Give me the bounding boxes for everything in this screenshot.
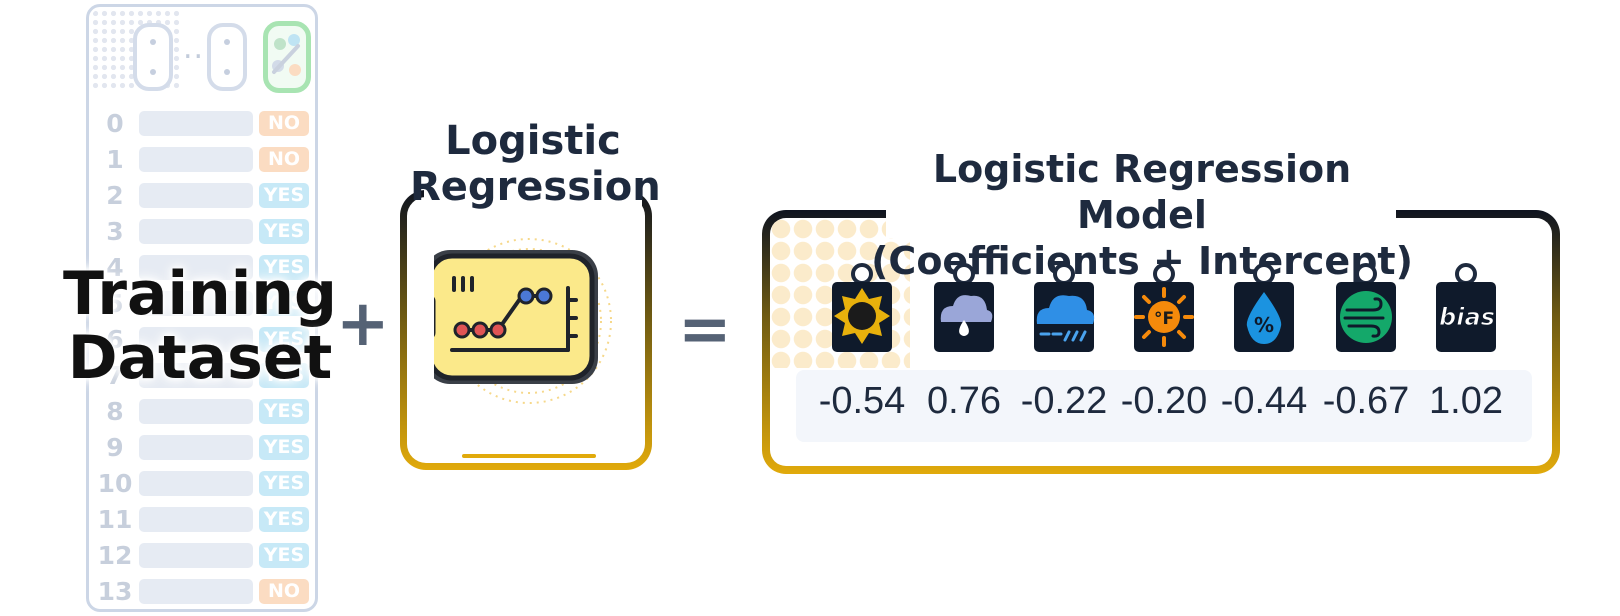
feature-values-bar	[139, 579, 253, 604]
feature-values-bar	[139, 471, 253, 496]
table-row: 5 YES	[95, 287, 313, 323]
svg-text:%: %	[1254, 313, 1274, 337]
title-mask	[424, 120, 642, 206]
temperature-icon: °F	[1134, 263, 1194, 352]
target-label-badge: NO	[259, 111, 309, 136]
coefficient-wind: -0.67	[1314, 262, 1418, 422]
table-row: 2 YES	[95, 179, 313, 215]
svg-text:°F: °F	[1154, 309, 1174, 329]
coefficient-sun: -0.54	[810, 262, 914, 422]
row-index: 7	[106, 361, 124, 390]
target-label-badge: YES	[259, 327, 309, 352]
row-index: 10	[97, 469, 133, 498]
table-row: 12 YES	[95, 539, 313, 575]
table-row: 4 YES	[95, 251, 313, 287]
target-label-badge: YES	[259, 435, 309, 460]
target-label-badge: NO	[259, 579, 309, 604]
feature-values-bar	[139, 291, 253, 316]
row-index: 3	[106, 217, 124, 246]
feature-values-bar	[139, 183, 253, 208]
humidity-icon: %	[1234, 263, 1294, 352]
row-index: 6	[106, 325, 124, 354]
row-index: 2	[106, 181, 124, 210]
row-index: 0	[106, 109, 124, 138]
feature-values-bar	[139, 147, 253, 172]
row-index: 13	[97, 577, 133, 606]
row-index: 4	[106, 253, 124, 282]
model-title-line1: Logistic Regression Model	[932, 147, 1352, 237]
cloud-icon	[934, 263, 994, 352]
feature-column-icon	[207, 23, 247, 91]
algorithm-title-line2: Regression	[410, 164, 661, 210]
chart-monitor-icon	[418, 238, 624, 408]
target-label-badge: YES	[259, 471, 309, 496]
feature-values-bar	[139, 399, 253, 424]
row-index: 5	[106, 289, 124, 318]
dataset-title-line1: Training	[63, 259, 337, 329]
target-label-badge: YES	[259, 507, 309, 532]
feature-values-bar	[139, 111, 253, 136]
algorithm-title: Logistic Regression	[410, 118, 661, 210]
feature-values-bar	[139, 219, 253, 244]
coefficient-temperature: °F -0.20	[1112, 262, 1216, 422]
target-label-badge: NO	[259, 147, 309, 172]
feature-values-bar	[139, 255, 253, 280]
feature-values-bar	[139, 435, 253, 460]
title-mask	[886, 150, 1396, 238]
target-label-badge: YES	[259, 543, 309, 568]
row-index: 8	[106, 397, 124, 426]
coefficient-cloud: 0.76	[912, 262, 1016, 422]
dataset-title: Training Dataset	[60, 262, 340, 390]
bias-label: bias	[1439, 303, 1495, 331]
table-row: 11 YES	[95, 503, 313, 539]
algorithm-title-line1: Logistic	[445, 118, 621, 164]
coefficient-value: -0.22	[1020, 380, 1108, 422]
feature-column-icon	[133, 23, 173, 91]
table-row: 6 YES	[95, 323, 313, 359]
bias-icon: bias	[1436, 263, 1496, 352]
target-label-badge: YES	[259, 399, 309, 424]
feature-values-bar	[139, 327, 253, 352]
table-row: 3 YES	[95, 215, 313, 251]
table-row: 1 NO	[95, 143, 313, 179]
target-label-badge: YES	[259, 183, 309, 208]
table-row: 0 NO	[95, 107, 313, 143]
row-index: 1	[106, 145, 124, 174]
rain-cloud-icon	[1034, 263, 1095, 352]
row-index: 12	[97, 541, 133, 570]
table-row: 10 YES	[95, 467, 313, 503]
target-column-icon	[263, 21, 311, 93]
table-row: 9 YES	[95, 431, 313, 467]
coefficient-rain-cloud: -0.22	[1012, 262, 1116, 422]
coefficient-humidity: % -0.44	[1212, 262, 1316, 422]
dataset-title-line2: Dataset	[67, 323, 333, 393]
target-label-badge: YES	[259, 255, 309, 280]
algorithm-underline	[462, 454, 596, 458]
feature-values-bar	[139, 363, 253, 388]
plus-operator: +	[336, 287, 390, 361]
table-row: 13 NO	[95, 575, 313, 611]
coefficient-value: -0.44	[1220, 380, 1308, 422]
row-index: 11	[97, 505, 133, 534]
target-label-badge: YES	[259, 363, 309, 388]
coefficient-value-strip	[796, 370, 1532, 442]
table-row: 8 YES	[95, 395, 313, 431]
table-row: 7 YES	[95, 359, 313, 395]
target-label-badge: YES	[259, 219, 309, 244]
equals-operator: =	[678, 293, 732, 367]
target-label-badge: YES	[259, 291, 309, 316]
feature-values-bar	[139, 507, 253, 532]
feature-values-bar	[139, 543, 253, 568]
wind-icon	[1336, 263, 1396, 352]
sun-icon	[832, 263, 892, 352]
coefficient-value: -0.67	[1322, 380, 1410, 422]
coefficient-bias: bias 1.02	[1414, 262, 1518, 422]
coefficient-value: 1.02	[1429, 380, 1503, 422]
coefficient-value: -0.20	[1120, 380, 1208, 422]
row-index: 9	[106, 433, 124, 462]
coefficient-value: -0.54	[818, 380, 906, 422]
coefficient-value: 0.76	[927, 380, 1001, 422]
